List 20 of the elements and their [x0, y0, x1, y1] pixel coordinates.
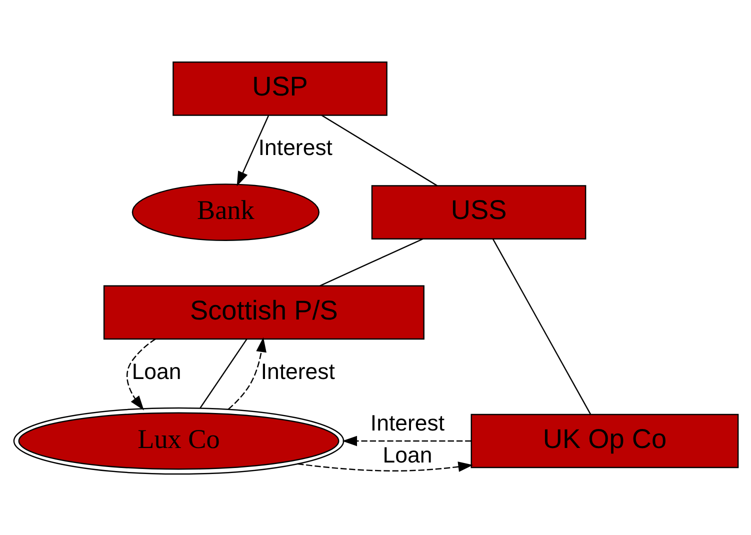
- edge-label: Loan: [382, 442, 432, 467]
- arrow: [126, 338, 156, 410]
- connector: [319, 238, 423, 286]
- edge-label: Interest: [260, 358, 334, 384]
- connector: [320, 114, 437, 186]
- arrow: [342, 435, 471, 446]
- arrow: [296, 461, 473, 472]
- node-ellipse: Bank: [131, 183, 320, 240]
- edge-label: Interest: [258, 134, 332, 160]
- connector: [492, 238, 591, 414]
- node-box: UK Op Co: [470, 413, 738, 468]
- arrow: [227, 336, 266, 410]
- connector: [199, 338, 247, 408]
- edge-label: Interest: [370, 410, 444, 435]
- arrow: [236, 114, 269, 186]
- node-box: USP: [172, 61, 387, 116]
- node-ellipse: Lux Co: [12, 406, 344, 474]
- edge-label: Loan: [131, 358, 181, 384]
- node-box: USS: [370, 184, 586, 239]
- node-box: Scottish P/S: [102, 284, 424, 340]
